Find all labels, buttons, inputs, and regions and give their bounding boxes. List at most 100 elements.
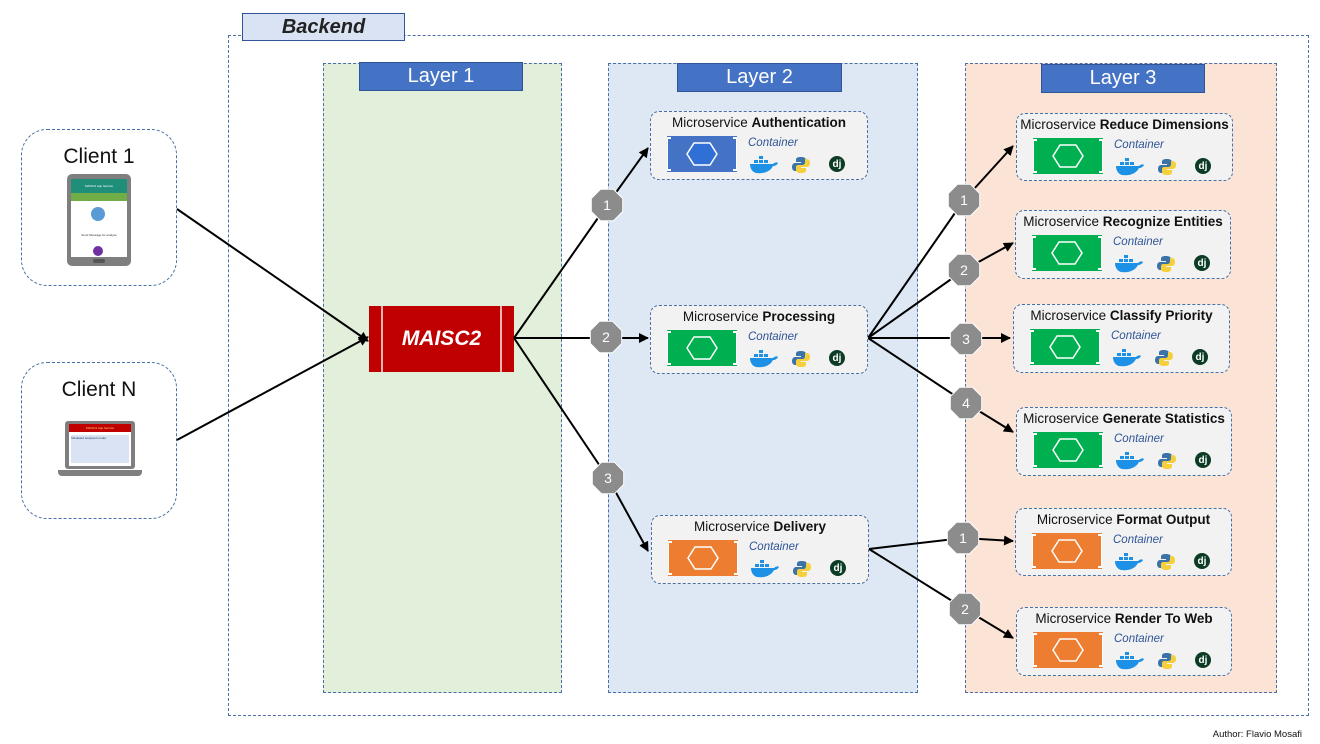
svg-text:2: 2	[960, 262, 968, 278]
docker-icon	[1115, 651, 1145, 676]
svg-text:3: 3	[962, 331, 970, 347]
django-icon: dj	[1195, 158, 1211, 174]
microservice-title: Microservice Generate Statistics	[1023, 411, 1225, 426]
docker-icon	[1112, 348, 1142, 373]
route-badge-auth: 1	[590, 188, 624, 222]
gateway-line-1	[513, 204, 608, 339]
python-icon	[792, 156, 810, 179]
processing-line-4	[867, 337, 967, 404]
microservice-title: Microservice Render To Web	[1035, 611, 1213, 626]
container-hexagon-icon	[668, 540, 738, 576]
laptop-icon: MAISC2 App Service Tabulated analysed mo…	[58, 421, 142, 481]
container-hexagon-icon	[1033, 432, 1103, 468]
client-1-arrow	[176, 208, 369, 342]
container-label: Container	[749, 541, 799, 553]
docker-icon	[749, 155, 779, 180]
container-label: Container	[1113, 236, 1163, 248]
python-icon	[1155, 349, 1173, 372]
microservice-title: Microservice Processing	[682, 309, 836, 324]
container-hexagon-icon	[667, 330, 737, 366]
route-badge-statistics: 4	[949, 386, 983, 420]
python-icon	[1158, 652, 1176, 675]
python-icon	[1158, 452, 1176, 475]
python-icon	[793, 560, 811, 583]
django-icon: dj	[1195, 652, 1211, 668]
svg-text:2: 2	[602, 329, 610, 345]
route-badge-render: 2	[948, 592, 982, 626]
django-icon: dj	[1194, 255, 1210, 271]
svg-text:2: 2	[961, 601, 969, 617]
django-icon: dj	[829, 156, 845, 172]
microservice-title: Microservice Delivery	[693, 519, 827, 534]
container-hexagon-icon	[667, 136, 737, 172]
processing-line-1	[867, 199, 965, 339]
layer-3-title: Layer 3	[1041, 64, 1205, 93]
docker-icon	[1115, 157, 1145, 182]
route-badge-reduce: 1	[947, 183, 981, 217]
delivery-line-2	[868, 548, 966, 610]
container-label: Container	[1111, 330, 1161, 342]
route-badge-delivery: 3	[591, 461, 625, 495]
client-n-arrow	[176, 336, 369, 441]
python-icon	[1157, 255, 1175, 278]
container-hexagon-icon	[1032, 533, 1102, 569]
backend-title: Backend	[242, 13, 405, 41]
route-badge-classify: 3	[949, 322, 983, 356]
svg-text:4: 4	[962, 395, 970, 411]
python-icon	[1158, 158, 1176, 181]
container-label: Container	[1114, 139, 1164, 151]
processing-line-2	[867, 269, 965, 339]
svg-text:1: 1	[603, 197, 611, 213]
layer-2-title: Layer 2	[677, 63, 842, 92]
container-hexagon-icon	[1030, 329, 1100, 365]
svg-text:1: 1	[960, 192, 968, 208]
django-icon: dj	[829, 350, 845, 366]
docker-icon	[1115, 451, 1145, 476]
container-label: Container	[1114, 633, 1164, 645]
django-icon: dj	[1192, 349, 1208, 365]
django-icon: dj	[830, 560, 846, 576]
svg-text:1: 1	[959, 530, 967, 546]
phone-icon: MAISC2 App Service Send Message for anal…	[67, 174, 131, 266]
django-icon: dj	[1195, 452, 1211, 468]
route-badge-recognize: 2	[947, 253, 981, 287]
container-label: Container	[1114, 433, 1164, 445]
docker-icon	[1114, 254, 1144, 279]
route-badge-processing: 2	[589, 320, 623, 354]
docker-icon	[1114, 552, 1144, 577]
python-icon	[1157, 553, 1175, 576]
docker-icon	[749, 349, 779, 374]
docker-icon	[750, 559, 780, 584]
client-n-box: Client N MAISC2 App Service Tabulated an…	[21, 362, 177, 519]
microservice-title: Microservice Reduce Dimensions	[1020, 117, 1229, 132]
gateway-line-3	[513, 337, 609, 479]
client-1-box: Client 1 MAISC2 App Service Send Message…	[21, 129, 177, 286]
layer-1-panel	[323, 63, 562, 693]
maisc2-gateway: MAISC2	[369, 306, 514, 372]
author-credit: Author: Flavio Mosafi	[1212, 729, 1302, 740]
layer-1-title: Layer 1	[359, 62, 523, 91]
backend-frame	[228, 35, 1309, 716]
maisc2-label: MAISC2	[401, 327, 482, 350]
microservice-title: Microservice Format Output	[1036, 512, 1211, 527]
container-hexagon-icon	[1033, 632, 1103, 668]
python-icon	[792, 350, 810, 373]
container-label: Container	[748, 331, 798, 343]
svg-text:3: 3	[604, 470, 612, 486]
client-1-label: Client 1	[63, 145, 135, 168]
microservice-title: Microservice Authentication	[671, 115, 846, 130]
container-hexagon-icon	[1032, 235, 1102, 271]
client-n-label: Client N	[61, 378, 137, 401]
route-badge-format: 1	[946, 521, 980, 555]
microservice-title: Microservice Classify Priority	[1030, 308, 1213, 323]
